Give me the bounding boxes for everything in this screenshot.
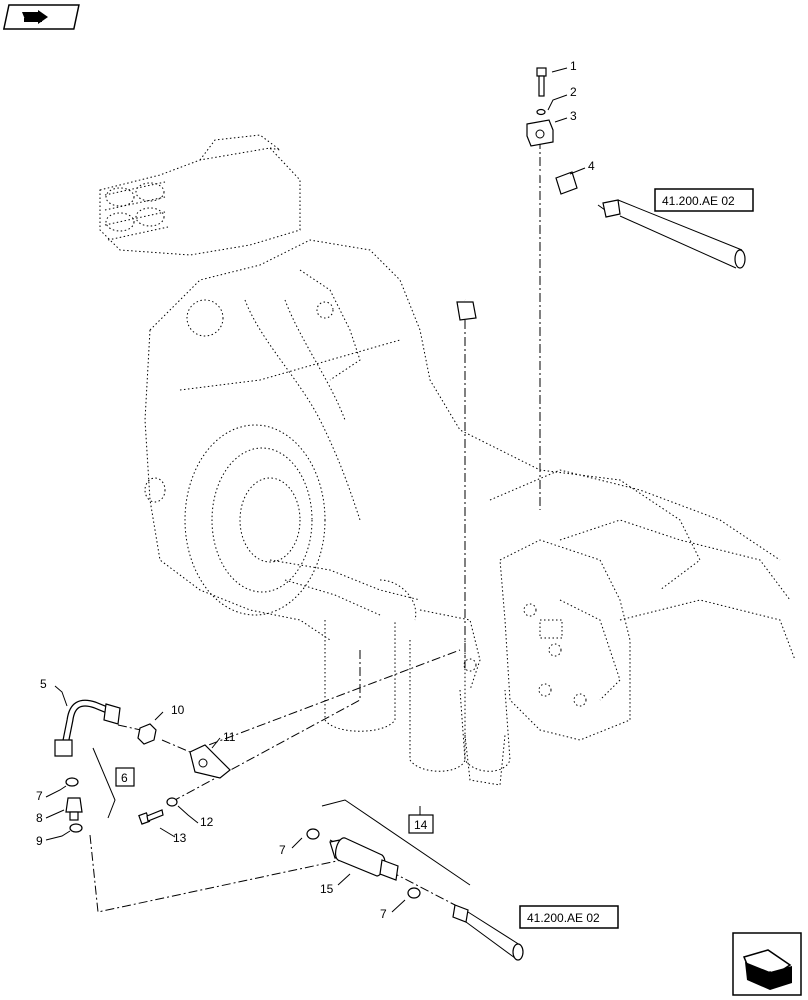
forward-navigation-button[interactable] bbox=[732, 932, 802, 996]
part-8-adapter bbox=[65, 797, 83, 821]
reference-text-bottom: 41.200.AE 02 bbox=[527, 911, 600, 925]
part-3-clamp bbox=[526, 119, 554, 147]
hose-top-right bbox=[597, 199, 746, 269]
callout-3[interactable]: 3 bbox=[570, 109, 577, 123]
part-2-washer bbox=[536, 108, 546, 116]
callout-13[interactable]: 13 bbox=[173, 831, 187, 845]
part-15-sensor bbox=[329, 837, 399, 881]
part-7-seal-middle bbox=[306, 828, 320, 840]
callout-1[interactable]: 1 bbox=[570, 59, 577, 73]
part-5-pipe bbox=[54, 699, 121, 757]
callout-2[interactable]: 2 bbox=[570, 85, 577, 99]
part-7-seal-upper bbox=[65, 777, 79, 787]
book-arrow-back-icon bbox=[22, 10, 48, 24]
callout-11[interactable]: 11 bbox=[223, 730, 236, 744]
callout-6: 6 bbox=[121, 771, 128, 785]
callout-7-middle[interactable]: 7 bbox=[279, 843, 286, 857]
part-11-bracket bbox=[189, 744, 231, 779]
part-9-seal bbox=[69, 823, 83, 833]
callout-leaders bbox=[45, 67, 586, 913]
callout-15[interactable]: 15 bbox=[320, 882, 334, 896]
callout-12[interactable]: 12 bbox=[200, 815, 214, 829]
assembly-centerlines bbox=[89, 140, 541, 913]
part-13-bolt bbox=[138, 809, 164, 825]
part-1-bolt bbox=[536, 67, 547, 97]
part-7-seal-lower bbox=[407, 887, 421, 899]
forward-arrow-icon bbox=[742, 949, 792, 990]
tractor-transmission-illustration bbox=[99, 134, 796, 786]
callout-7-bottom[interactable]: 7 bbox=[380, 907, 387, 921]
part-12-washer bbox=[166, 797, 178, 807]
callout-7-left[interactable]: 7 bbox=[36, 789, 43, 803]
callout-10[interactable]: 10 bbox=[171, 703, 185, 717]
reference-text-top: 41.200.AE 02 bbox=[662, 194, 735, 208]
callout-6-box[interactable]: 6 bbox=[115, 767, 135, 787]
callout-4[interactable]: 4 bbox=[588, 159, 595, 173]
reference-link-top[interactable]: 41.200.AE 02 bbox=[654, 188, 754, 212]
back-to-index-button[interactable] bbox=[2, 4, 80, 30]
part-4-pipe bbox=[414, 153, 578, 321]
part-10-nut bbox=[137, 723, 157, 745]
callout-14-box[interactable]: 14 bbox=[408, 814, 434, 834]
callout-8[interactable]: 8 bbox=[36, 811, 43, 825]
callout-labels: 1 2 3 4 5 10 11 7 8 9 12 13 7 15 7 bbox=[36, 59, 595, 921]
callout-14: 14 bbox=[414, 818, 428, 832]
callout-5[interactable]: 5 bbox=[40, 677, 47, 691]
reference-link-bottom[interactable]: 41.200.AE 02 bbox=[519, 905, 619, 929]
callout-9[interactable]: 9 bbox=[36, 834, 43, 848]
hose-bottom bbox=[452, 904, 524, 961]
